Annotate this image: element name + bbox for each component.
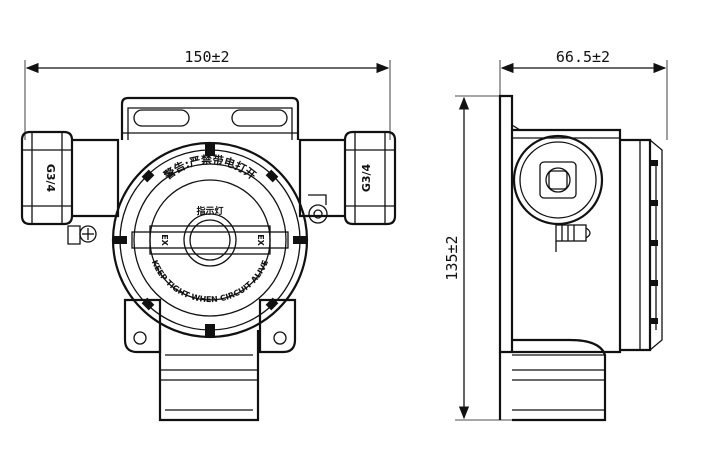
cable-entry-left: G3/4 [20, 130, 120, 226]
housing-bottom-neck [158, 330, 260, 422]
dimension-width-label: 150±2 [184, 48, 229, 66]
side-back-plate [498, 94, 514, 354]
indicator-label: 指示灯 [196, 205, 223, 217]
dimension-depth-label: 66.5±2 [556, 48, 610, 66]
side-cable-entry [512, 134, 604, 226]
dimension-height-label: 135±2 [443, 235, 461, 280]
lock-screw-knob [308, 194, 328, 224]
front-view: G3/4 G3/4 [20, 96, 397, 422]
side-view [498, 94, 663, 422]
cable-entry-right: G3/4 [298, 130, 397, 226]
cover-grip [650, 160, 658, 324]
dimension-depth: 66.5±2 [499, 48, 668, 140]
dimension-width: 150±2 [24, 48, 391, 140]
side-housing [512, 128, 622, 354]
side-bottom-neck [498, 338, 607, 422]
ex-mark-left: EX [160, 234, 169, 246]
ground-screw [67, 225, 97, 245]
mounting-bracket [120, 96, 300, 140]
side-lock-screw [555, 224, 591, 252]
explosion-proof-cover: 警告:严禁带电打开 KEEP TIGHT WHEN CIRCUIT ALIVE … [111, 141, 309, 339]
port-left-label: G3/4 [44, 164, 57, 193]
ex-mark-right: EX [256, 234, 265, 246]
housing-body [123, 298, 162, 354]
port-right-label: G3/4 [360, 163, 373, 192]
side-cover [620, 138, 652, 352]
dimension-height: 135±2 [443, 95, 512, 421]
